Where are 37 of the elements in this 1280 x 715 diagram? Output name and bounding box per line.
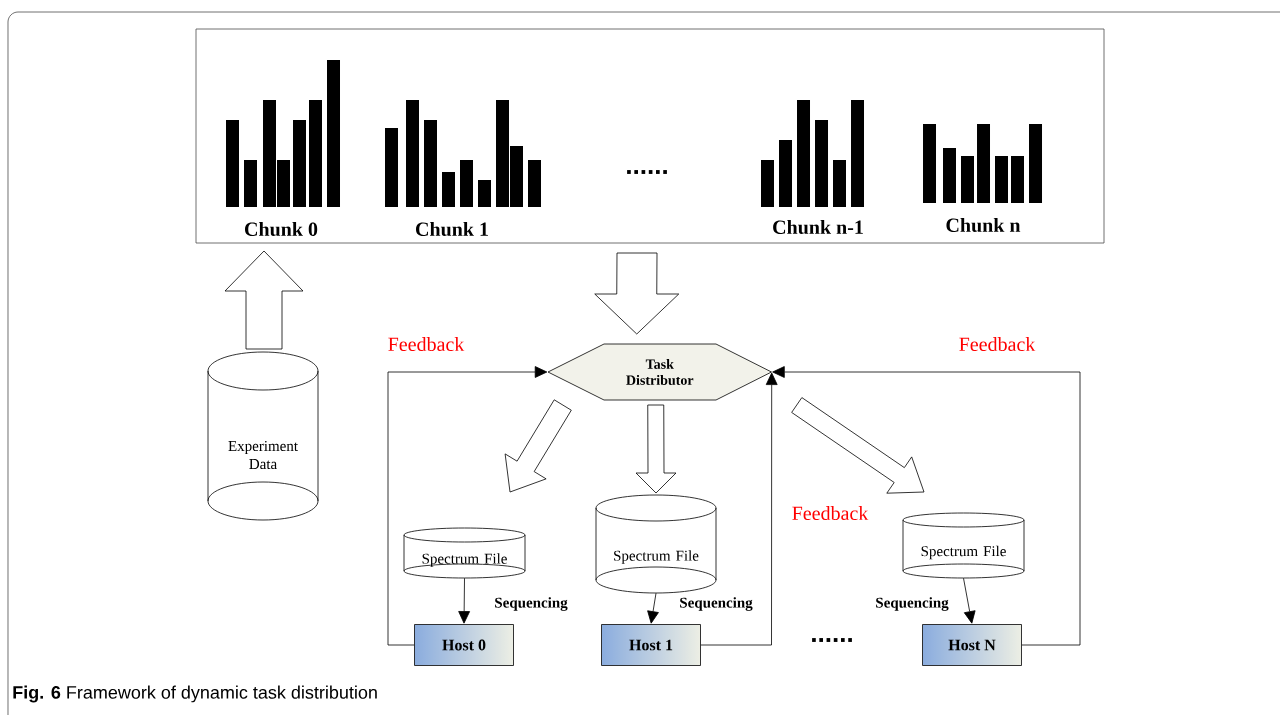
node-label: Chunk n-1 <box>773 219 863 235</box>
arrow <box>387 366 548 646</box>
arrow <box>963 577 976 624</box>
chunk-panel <box>195 28 1105 244</box>
edge-label: Feedback <box>957 335 1037 353</box>
block-arrow <box>791 397 925 494</box>
host-box: Host 1 <box>601 624 701 666</box>
host-box: Host 0 <box>414 624 514 666</box>
arrow <box>700 372 778 646</box>
ellipsis-dots: ...... <box>627 170 667 174</box>
edge-label: Sequencing <box>874 596 950 612</box>
edge-label: Sequencing <box>493 596 569 612</box>
bar-chunk-drawing: Chunk 1 <box>385 100 541 237</box>
edge-label: Feedback <box>386 335 466 353</box>
edge-label: Feedback <box>790 504 870 522</box>
node-label: Chunk 0 <box>245 221 318 237</box>
arrow <box>772 366 1081 646</box>
hexagon: Task Distributor <box>547 343 772 401</box>
arrow <box>458 577 470 624</box>
figure-caption: Fig. 6 Framework of dynamic task distribution <box>13 685 377 703</box>
ellipsis-dots: ...... <box>812 638 852 642</box>
edge-label: Sequencing <box>678 596 754 612</box>
cylinder: Spectrum File <box>902 512 1025 579</box>
cylinder: Spectrum File <box>403 527 526 579</box>
cylinder: Spectrum File <box>595 494 717 594</box>
cylinder: Experiment Data <box>207 351 319 521</box>
host-box: Host N <box>922 624 1022 666</box>
block-arrow <box>224 250 304 350</box>
node-label: Chunk 1 <box>416 221 488 237</box>
bar-chunk-drawing: Chunk n-1 <box>761 100 864 235</box>
block-arrow <box>635 404 677 494</box>
bar-chunk-drawing: Chunk n <box>923 124 1042 233</box>
node-label: Chunk n <box>946 217 1021 233</box>
bar-chunk-drawing: Chunk 0 <box>226 60 340 237</box>
block-arrow <box>594 252 680 335</box>
block-arrow <box>504 399 572 493</box>
arrow <box>647 592 659 624</box>
